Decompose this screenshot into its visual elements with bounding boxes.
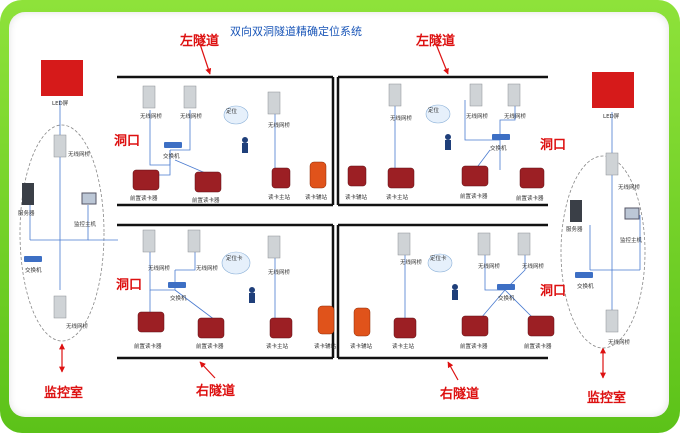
- label-front-reader-bl-2: 前置读卡器: [196, 344, 224, 350]
- label-reader-sub-tl: 读卡辅站: [305, 195, 328, 201]
- label-reader-sub-bl: 读卡辅站: [314, 344, 337, 350]
- tunnel-walls: [117, 75, 548, 360]
- label-switch-left: 交换机: [25, 268, 42, 274]
- label-bridge-ctl-right-1: 无线网桥: [618, 185, 641, 191]
- label-monitor-right: 监控主机: [620, 238, 643, 244]
- label-bridge-br-3: 无线网桥: [522, 264, 545, 270]
- bridge-panels: [53, 83, 619, 333]
- label-portal-2: 洞口: [540, 138, 567, 153]
- switches: [24, 134, 593, 290]
- readers: [132, 165, 555, 339]
- label-front-reader-br-1: 前置读卡器: [460, 344, 488, 350]
- label-server-left: 服务器: [18, 211, 35, 217]
- label-left-tunnel-2: 左隧道: [416, 34, 456, 49]
- label-front-reader-tr-2: 前置读卡器: [516, 196, 544, 202]
- label-left-tunnel-1: 左隧道: [180, 34, 220, 49]
- label-locate-card-bl: 定位卡: [226, 256, 243, 262]
- diagram-title: 双向双洞隧道精确定位系统: [230, 25, 362, 38]
- label-reader-sub-tr: 读卡辅站: [345, 195, 368, 201]
- label-bridge-tl-1: 无线网桥: [140, 114, 163, 120]
- label-bridge-bl-2: 无线网桥: [196, 266, 219, 272]
- label-front-reader-tl-2: 前置读卡器: [192, 198, 220, 204]
- label-reader-main-tl: 读卡主站: [268, 195, 291, 201]
- label-bridge-bl-3: 无线网桥: [268, 270, 291, 276]
- label-right-tunnel-1: 右隧道: [196, 384, 236, 399]
- label-reader-sub-br: 读卡辅站: [350, 344, 373, 350]
- label-led-left: LED屏: [52, 101, 69, 107]
- label-bridge-tr-3: 无线网桥: [504, 114, 527, 120]
- label-bridge-tl-2: 无线网桥: [180, 114, 203, 120]
- label-reader-main-tr: 读卡主站: [386, 195, 409, 201]
- label-switch-tl: 交换机: [163, 154, 180, 160]
- label-front-reader-tl-1: 前置读卡器: [130, 196, 158, 202]
- label-switch-br: 交换机: [498, 296, 515, 302]
- label-locate-tl: 定位: [226, 109, 238, 115]
- label-monitor-left: 监控主机: [74, 222, 97, 228]
- label-bridge-ctl-right-2: 无线网桥: [608, 340, 631, 346]
- label-reader-main-bl: 读卡主站: [266, 344, 289, 350]
- label-control-room-left: 监控室: [44, 386, 84, 401]
- label-bridge-tl-3: 无线网桥: [268, 123, 291, 129]
- label-switch-bl: 交换机: [170, 296, 187, 302]
- label-locate-br: 定位卡: [430, 256, 447, 262]
- label-front-reader-tr-1: 前置读卡器: [460, 194, 488, 200]
- label-portal-4: 洞口: [540, 284, 567, 299]
- label-bridge-ctl-left-1: 无线网桥: [68, 152, 91, 158]
- label-switch-tr: 交换机: [490, 146, 507, 152]
- label-right-tunnel-2: 右隧道: [440, 387, 480, 402]
- label-bridge-br-1: 无线网桥: [400, 260, 423, 266]
- label-bridge-tr-2: 无线网桥: [466, 114, 489, 120]
- label-front-reader-bl-1: 前置读卡器: [134, 344, 162, 350]
- label-locate-tr: 定位: [428, 108, 440, 114]
- label-bridge-bl-1: 无线网桥: [148, 266, 171, 272]
- label-portal-3: 洞口: [116, 278, 143, 293]
- label-reader-main-br: 读卡主站: [392, 344, 415, 350]
- label-portal-1: 洞口: [114, 134, 141, 149]
- label-bridge-br-2: 无线网桥: [478, 264, 501, 270]
- label-led-right: LED屏: [603, 114, 620, 120]
- label-server-right: 服务器: [566, 227, 583, 233]
- label-bridge-ctl-left-2: 无线网桥: [66, 324, 89, 330]
- label-front-reader-br-2: 前置读卡器: [524, 344, 552, 350]
- label-bridge-tr-1: 无线网桥: [390, 116, 413, 122]
- label-switch-right: 交换机: [577, 284, 594, 290]
- red-arrows: [59, 43, 606, 381]
- label-control-room-right: 监控室: [587, 391, 627, 406]
